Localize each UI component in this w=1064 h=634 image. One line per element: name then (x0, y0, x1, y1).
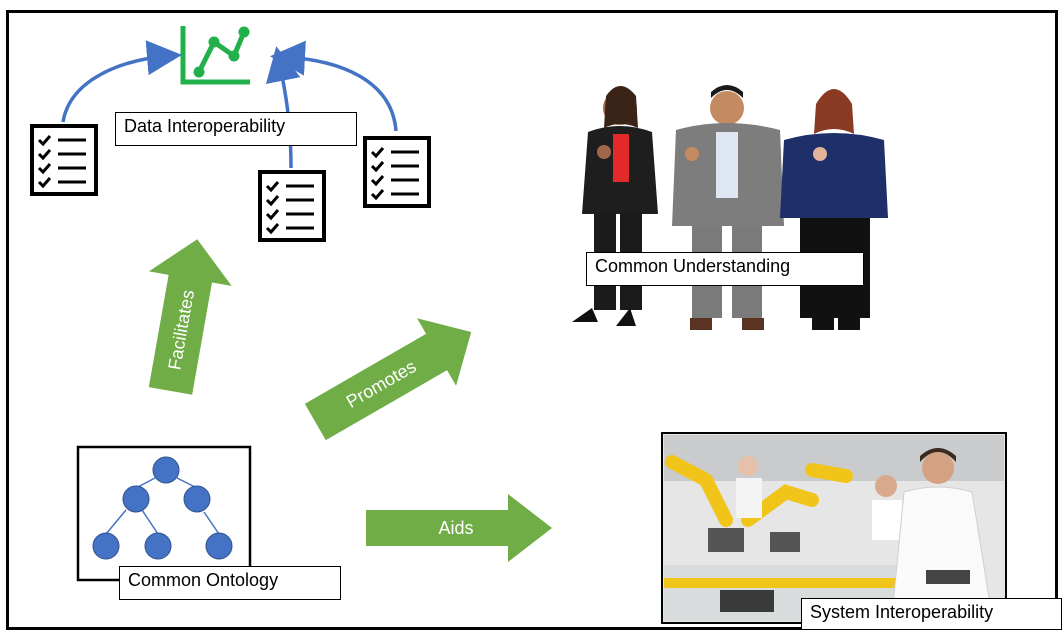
line-chart-icon (180, 26, 250, 85)
checklist-icon (30, 124, 98, 196)
common-understanding-label: Common Understanding (586, 252, 864, 286)
checklist-icon (363, 136, 431, 208)
aids-arrow: Aids (366, 494, 552, 562)
people-thumbs-up-image (572, 85, 888, 330)
diagram-frame (6, 10, 1058, 630)
data-interoperability-label: Data Interoperability (115, 112, 357, 146)
aids-label: Aids (438, 518, 473, 538)
robotic-lab-image (661, 432, 1007, 624)
checklist-icon (258, 170, 326, 242)
system-interoperability-label: System Interoperability (801, 598, 1062, 630)
facilitates-arrow: Facilitates (148, 239, 232, 395)
common-ontology-label: Common Ontology (119, 566, 341, 600)
connector-curves (61, 40, 398, 169)
promotes-arrow: Promotes (304, 318, 472, 441)
tree-graph-icon (92, 456, 233, 560)
